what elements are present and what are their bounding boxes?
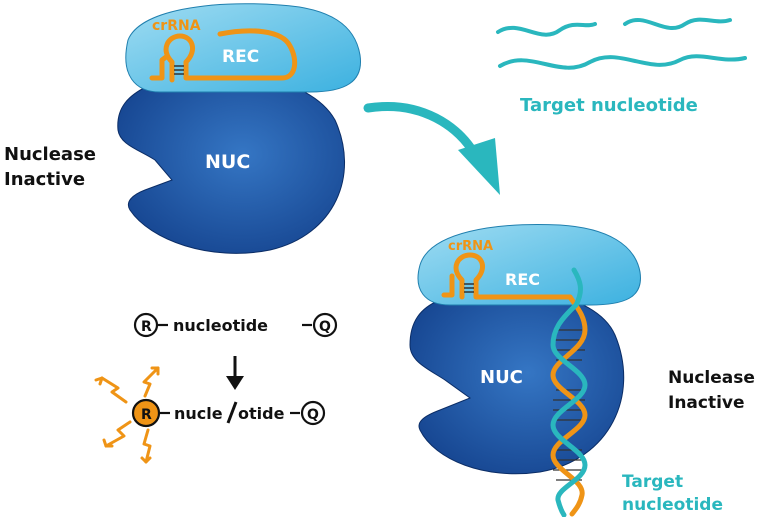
transition-arrow: [363, 102, 500, 195]
crrna-strand: [149, 28, 298, 83]
reporter-intact-text: nucleotide: [173, 316, 268, 335]
reporter-symbol: R: [141, 319, 152, 335]
cleaved-text-right: otide: [238, 404, 285, 423]
down-arrow-icon: [226, 356, 244, 390]
bound-state-label-line1: Nuclease: [668, 368, 755, 388]
state-label-line1: Nuclease: [4, 144, 96, 165]
cleaved-text-left: nucle: [174, 404, 223, 423]
bound-target-label-line2: nucleotide: [622, 495, 723, 515]
reporter-cleaved: R nucle otide Q: [131, 398, 326, 428]
crrna-strand-bound: [441, 252, 573, 300]
crrna-basepairs: [174, 65, 184, 75]
bound-target-label-line1: Target: [622, 472, 683, 492]
nuc-lobe: [117, 72, 345, 254]
crrna-label-bound: crRNA: [448, 239, 493, 254]
lightning-bolt-icon: [94, 366, 160, 464]
reporter-intact: R nucleotide Q: [133, 312, 338, 338]
quencher-symbol-cleaved: Q: [307, 407, 319, 423]
bound-state-label-line2: Inactive: [668, 393, 745, 413]
dna-helix: [550, 267, 588, 517]
bound-complex: crRNA REC NUC: [409, 224, 641, 517]
state-label-line2: Inactive: [4, 169, 85, 190]
target-free-label: Target nucleotide: [520, 95, 698, 116]
rec-label: REC: [222, 47, 259, 67]
cleavage-slash: [226, 401, 238, 424]
crrna-basepairs-bound: [464, 283, 474, 293]
reporter-symbol-lit: R: [141, 407, 152, 423]
target-strands: [496, 17, 747, 70]
inactive-complex: crRNA REC NUC: [117, 3, 362, 254]
nuc-lobe-bound: [409, 289, 625, 475]
nuc-label: NUC: [205, 151, 250, 173]
rec-label-bound: REC: [505, 270, 540, 289]
crrna-label: crRNA: [152, 18, 201, 34]
quencher-symbol: Q: [319, 319, 331, 335]
nuc-label-bound: NUC: [480, 367, 523, 388]
